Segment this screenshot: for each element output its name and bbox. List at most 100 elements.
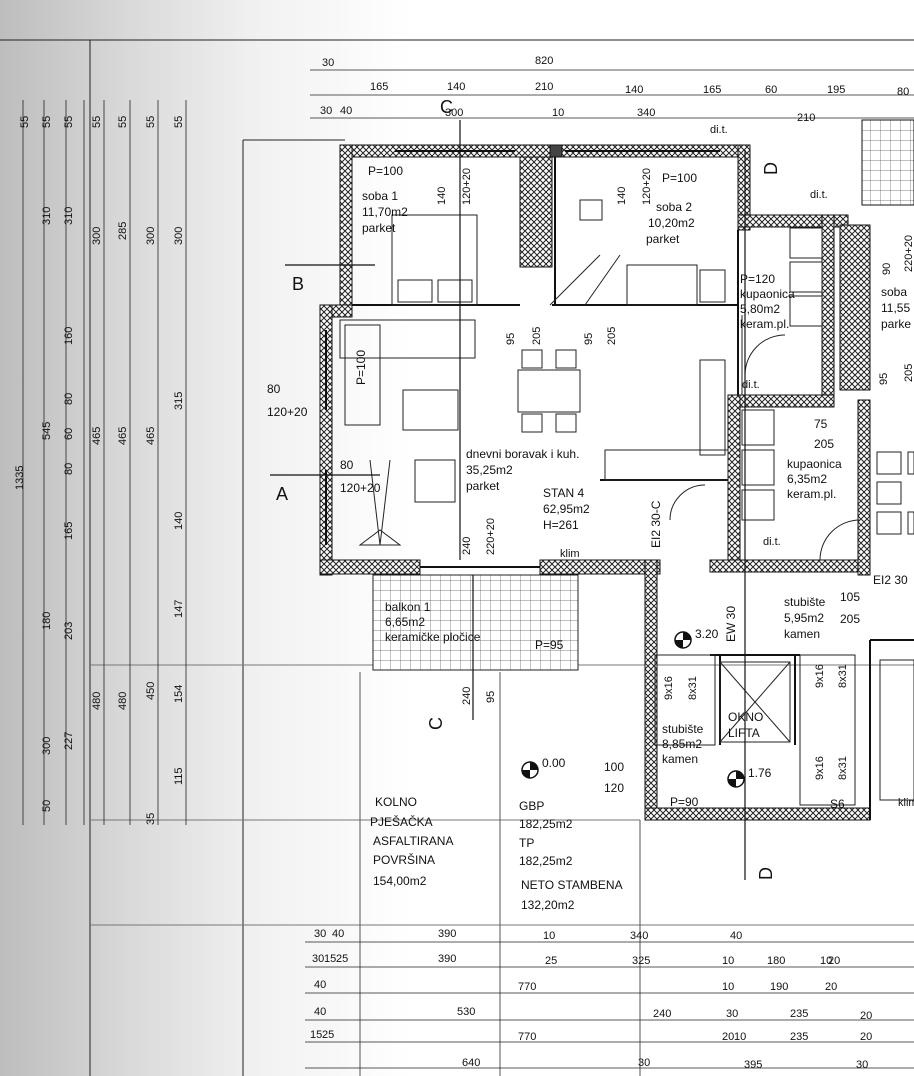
stan-name: STAN 4 [543, 486, 584, 500]
door-95a: 95 [505, 333, 517, 345]
stub2-area: 8,85m2 [662, 737, 702, 751]
kolno-line1: KOLNO [375, 795, 417, 809]
dim-left-545: 545 [41, 422, 53, 440]
dim-top-30b: 30 [320, 105, 332, 117]
dim-left-80b: 80 [63, 463, 75, 475]
lift-shaft: OKNO LIFTA [728, 710, 763, 740]
kup1-p: P=120 [740, 272, 775, 286]
doors-symbols [369, 254, 621, 546]
soba2-d2: 120+20 [641, 168, 653, 205]
bd-r2-25b: 25 [545, 955, 557, 967]
dim-left-310b: 310 [63, 207, 75, 225]
level-3-20: 3.20 [695, 627, 719, 641]
dim-top-80: 80 [897, 86, 909, 98]
soba1-d2: 120+20 [461, 168, 473, 205]
door-205a: 205 [531, 327, 543, 345]
stair-8x31a: 8x31 [687, 676, 699, 700]
windows [325, 150, 720, 568]
bd-r2-20: 20 [828, 955, 840, 967]
dim-left-60: 60 [63, 428, 75, 440]
dim-left-50: 50 [41, 800, 53, 812]
dim-top-165b: 165 [703, 84, 721, 96]
kup2-name: kupaonica [787, 457, 842, 471]
dim-left-203: 203 [63, 622, 75, 640]
dim-top-195: 195 [827, 84, 845, 96]
stair-9x16a: 9x16 [663, 676, 675, 700]
dim-left-480b: 480 [117, 692, 129, 710]
bd-r1-10: 10 [543, 930, 555, 942]
klim-label: klim [560, 548, 580, 560]
bottom-dim-lines [305, 941, 914, 1069]
dim-left-465d: 465 [145, 427, 157, 445]
kolno-line2: PJEŠAČKA [370, 814, 433, 829]
bd-r5-20b: 20 [860, 1031, 872, 1043]
bd-r5-10: 10 [734, 1031, 746, 1043]
bd-r1-40: 40 [332, 928, 344, 940]
dim-left-180: 180 [41, 612, 53, 630]
bd-r2-15: 15 [324, 953, 336, 965]
door-205d: 205 [903, 364, 914, 382]
balkon-name: balkon 1 [385, 600, 431, 614]
win-120b: 120+20 [340, 481, 381, 495]
ei2-30c-label: EI2 30-C [649, 500, 663, 548]
dim-left-55a: 55 [19, 116, 31, 128]
bd-r4-240: 240 [653, 1008, 671, 1020]
kup1-area: 5,80m2 [740, 302, 780, 316]
bd-r6-30: 30 [638, 1057, 650, 1069]
bd-r4-40: 40 [314, 1006, 326, 1018]
dim-left-465c: 465 [117, 427, 129, 445]
kup1-name: kupaonica [740, 287, 795, 301]
dim-left-165: 165 [63, 522, 75, 540]
bd-r1-340: 340 [630, 930, 648, 942]
bd-r2-25: 25 [336, 953, 348, 965]
door-95b: 95 [583, 333, 595, 345]
dim-left-55e: 55 [117, 116, 129, 128]
dim-left-480a: 480 [91, 692, 103, 710]
door-205b: 205 [606, 327, 618, 345]
soba1-area: 11,70m2 [362, 205, 408, 219]
dim-left-80a: 80 [63, 393, 75, 405]
stub2-name: stubište [662, 722, 704, 736]
soba2-area: 10,20m2 [648, 216, 695, 230]
klim-label-2: klim [898, 797, 914, 809]
dim-left-147: 147 [173, 600, 185, 618]
dim-top-10: 10 [552, 107, 564, 119]
stub1-area: 5,95m2 [784, 611, 824, 625]
stair-9x16c: 9x16 [814, 756, 826, 780]
soba3-d2: 220+20 [903, 235, 914, 272]
room-balkon: balkon 1 6,65m2 keramičke pločice P=95 [385, 600, 564, 652]
dim-top-dit1: di.t. [710, 124, 728, 136]
bd-r4-30: 30 [726, 1008, 738, 1020]
dim-left-55c: 55 [63, 116, 75, 128]
dim-left-154: 154 [173, 685, 185, 703]
neto-label: NETO STAMBENA [521, 878, 623, 892]
room-dnevni: dnevni boravak i kuh. 35,25m2 parket P=1… [354, 350, 579, 493]
soba2-floor: parket [646, 232, 680, 246]
dim-left-300d: 300 [173, 227, 185, 245]
room-soba2: P=100 soba 2 10,20m2 parket 140 120+20 [616, 168, 697, 246]
bd-r1-30: 30 [314, 928, 326, 940]
dim-left-55d: 55 [91, 116, 103, 128]
dim-left-55b: 55 [41, 116, 53, 128]
stub1-name: stubište [784, 595, 826, 609]
win-120: 120+20 [267, 405, 308, 419]
bd-r6-395: 395 [744, 1059, 762, 1071]
stair-9x16b: 9x16 [814, 664, 826, 688]
bd-r4-530: 530 [457, 1006, 475, 1018]
dim-left-310a: 310 [41, 207, 53, 225]
kup2-d2: 205 [814, 437, 834, 451]
bd-r3-10: 10 [722, 981, 734, 993]
win-80b: 80 [340, 458, 354, 472]
bd-r5-20: 20 [722, 1031, 734, 1043]
level-0-00: 0.00 [542, 756, 566, 770]
soba2-d1: 140 [616, 187, 628, 205]
soba1-p: P=100 [368, 164, 403, 178]
stub1-floor: kamen [784, 627, 820, 641]
section-d-label-top: D [761, 162, 781, 175]
balkon-area: 6,65m2 [385, 615, 425, 629]
area-summary: KOLNO PJEŠAČKA ASFALTIRANA POVRŠINA 154,… [370, 795, 623, 912]
bd-r2-10b: 10 [820, 955, 832, 967]
dim-left-1335: 1335 [14, 466, 26, 490]
dim-top-30: 30 [322, 57, 334, 69]
bd-r6-30b: 30 [856, 1059, 868, 1071]
